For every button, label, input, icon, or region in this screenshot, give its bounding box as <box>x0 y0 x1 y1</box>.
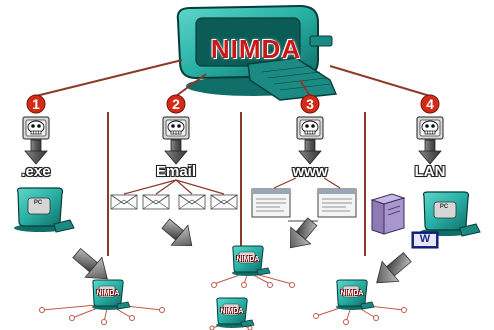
main-computer <box>176 4 338 101</box>
envelope-icon <box>110 194 138 210</box>
badge-2-number: 2 <box>172 96 180 112</box>
arrow-down-icon <box>418 139 442 165</box>
envelope-icons <box>110 194 238 210</box>
skull-icon <box>162 116 190 140</box>
pc-screen-label: PC <box>439 204 449 210</box>
pc-computer-icon <box>419 191 481 237</box>
infected-label: NIMDA <box>220 308 244 315</box>
skull-icon <box>416 116 444 140</box>
badge-3 <box>300 94 320 114</box>
network-node-dots <box>39 282 407 330</box>
arrow-down-icon <box>298 139 322 165</box>
badge-2 <box>166 94 186 114</box>
skull-icon <box>296 116 324 140</box>
server-tower-icon <box>370 193 406 235</box>
diagram-title: NIMDA <box>210 34 302 64</box>
infected-label: NIMDA <box>236 256 260 263</box>
vector-label-email: Email <box>155 163 197 180</box>
badge-1-number: 1 <box>32 96 40 112</box>
column-dividers <box>107 112 366 256</box>
vector-label-exe: .exe <box>21 163 51 180</box>
envelope-icon <box>142 194 170 210</box>
envelope-icon <box>178 194 206 210</box>
web-page-icon <box>251 188 291 218</box>
badge-4 <box>420 94 440 114</box>
infected-label: NIMDA <box>340 290 364 297</box>
envelope-icon <box>210 194 238 210</box>
web-page-icon <box>317 188 357 218</box>
arrow-icon <box>290 217 318 249</box>
infection-arrows <box>72 217 412 284</box>
web-page-icons <box>251 188 357 222</box>
arrow-icon <box>161 218 193 246</box>
pc-computer-icon <box>13 187 75 233</box>
www-fanout <box>273 177 341 189</box>
pc-screen-label: PC <box>33 200 43 206</box>
skull-icon <box>22 116 50 140</box>
branch-lines <box>35 59 431 97</box>
badge-3-number: 3 <box>306 96 314 112</box>
vector-label-www: www <box>292 163 328 180</box>
word-document-icon <box>411 231 439 249</box>
infected-label: NIMDA <box>96 290 120 297</box>
arrow-icon <box>376 251 412 284</box>
badge-1 <box>26 94 46 114</box>
arrow-down-icon <box>24 139 48 165</box>
word-doc-letter: W <box>419 233 431 245</box>
arrow-down-icon <box>164 139 188 165</box>
arrow-icon <box>72 247 108 280</box>
vector-label-lan: LAN <box>414 163 446 180</box>
badge-4-number: 4 <box>426 96 434 112</box>
email-fanout <box>123 179 225 195</box>
